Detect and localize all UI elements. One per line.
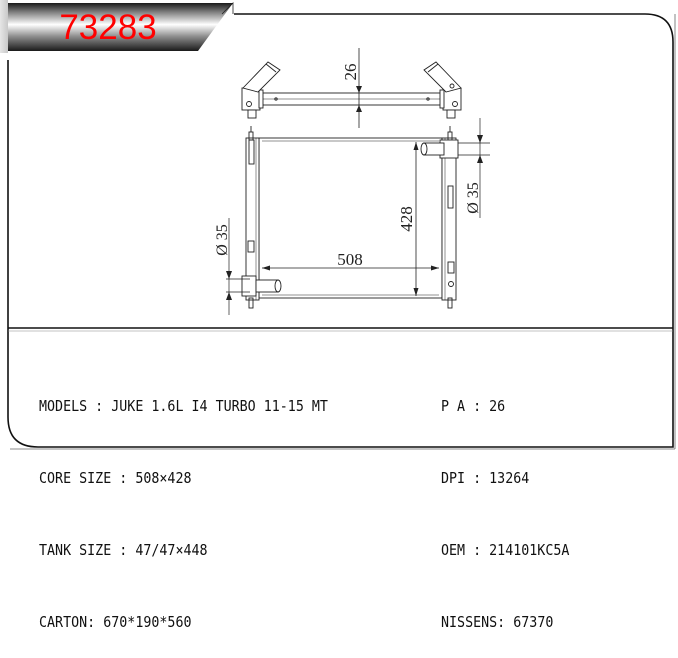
spec-value: JUKE 1.6L I4 TURBO 11-15 MT <box>111 397 328 415</box>
spec-label: TANK SIZE <box>39 541 112 559</box>
front-view <box>241 126 459 309</box>
specs-left: MODELS : JUKE 1.6L I4 TURBO 11-15 MT COR… <box>39 346 375 658</box>
spec-nissens: NISSENS: 67370 <box>441 610 569 634</box>
spec-tank-size: TANK SIZE : 47/47×448 <box>39 538 328 562</box>
spec-carton: CARTON: 670*190*560 <box>39 610 328 634</box>
spec-value: 67370 <box>513 613 554 631</box>
spec-oem: OEM : 214101KC5A <box>441 538 569 562</box>
spec-core-size: CORE SIZE : 508×428 <box>39 466 328 490</box>
spec-value: 26 <box>489 397 506 415</box>
spec-label: DPI <box>441 469 466 487</box>
spec-value: 508×428 <box>135 469 192 487</box>
spec-sep: : <box>465 469 490 487</box>
spec-label: P A <box>441 397 466 415</box>
spec-sep: : <box>87 397 112 415</box>
dimension-thickness: 26 <box>341 64 360 81</box>
spec-value: 47/47×448 <box>135 541 208 559</box>
spec-sep: : <box>497 613 514 631</box>
spec-sep: : <box>87 613 104 631</box>
spec-label: CARTON <box>39 613 88 631</box>
spec-value: 13264 <box>489 469 530 487</box>
spec-label: CORE SIZE <box>39 469 112 487</box>
spec-pa: P A : 26 <box>441 394 569 418</box>
spec-label: NISSENS <box>441 613 498 631</box>
spec-sep: : <box>465 397 490 415</box>
dimension-core-width: 508 <box>337 250 363 269</box>
dimension-inlet-diameter: Ø 35 <box>465 182 482 214</box>
spec-models: MODELS : JUKE 1.6L I4 TURBO 11-15 MT <box>39 394 328 418</box>
specs-right: P A : 26 DPI : 13264 OEM : 214101KC5A NI… <box>441 346 590 658</box>
spec-sep: : <box>465 541 490 559</box>
spec-label: OEM <box>441 541 466 559</box>
top-view <box>241 61 462 119</box>
spec-sep: : <box>111 469 136 487</box>
sheet-frame <box>7 13 676 450</box>
spec-value: 670*190*560 <box>103 613 192 631</box>
spec-sep: : <box>111 541 136 559</box>
part-number: 73283 <box>59 8 157 47</box>
dimension-core-height: 428 <box>397 206 416 232</box>
part-number-banner <box>0 0 234 53</box>
spec-label: MODELS <box>39 397 88 415</box>
spec-dpi: DPI : 13264 <box>441 466 569 490</box>
spec-value: 214101KC5A <box>489 541 570 559</box>
dimension-outlet-diameter: Ø 35 <box>214 224 231 256</box>
radiator-drawing: 26 508 428 Ø 35 Ø 35 <box>214 48 490 315</box>
